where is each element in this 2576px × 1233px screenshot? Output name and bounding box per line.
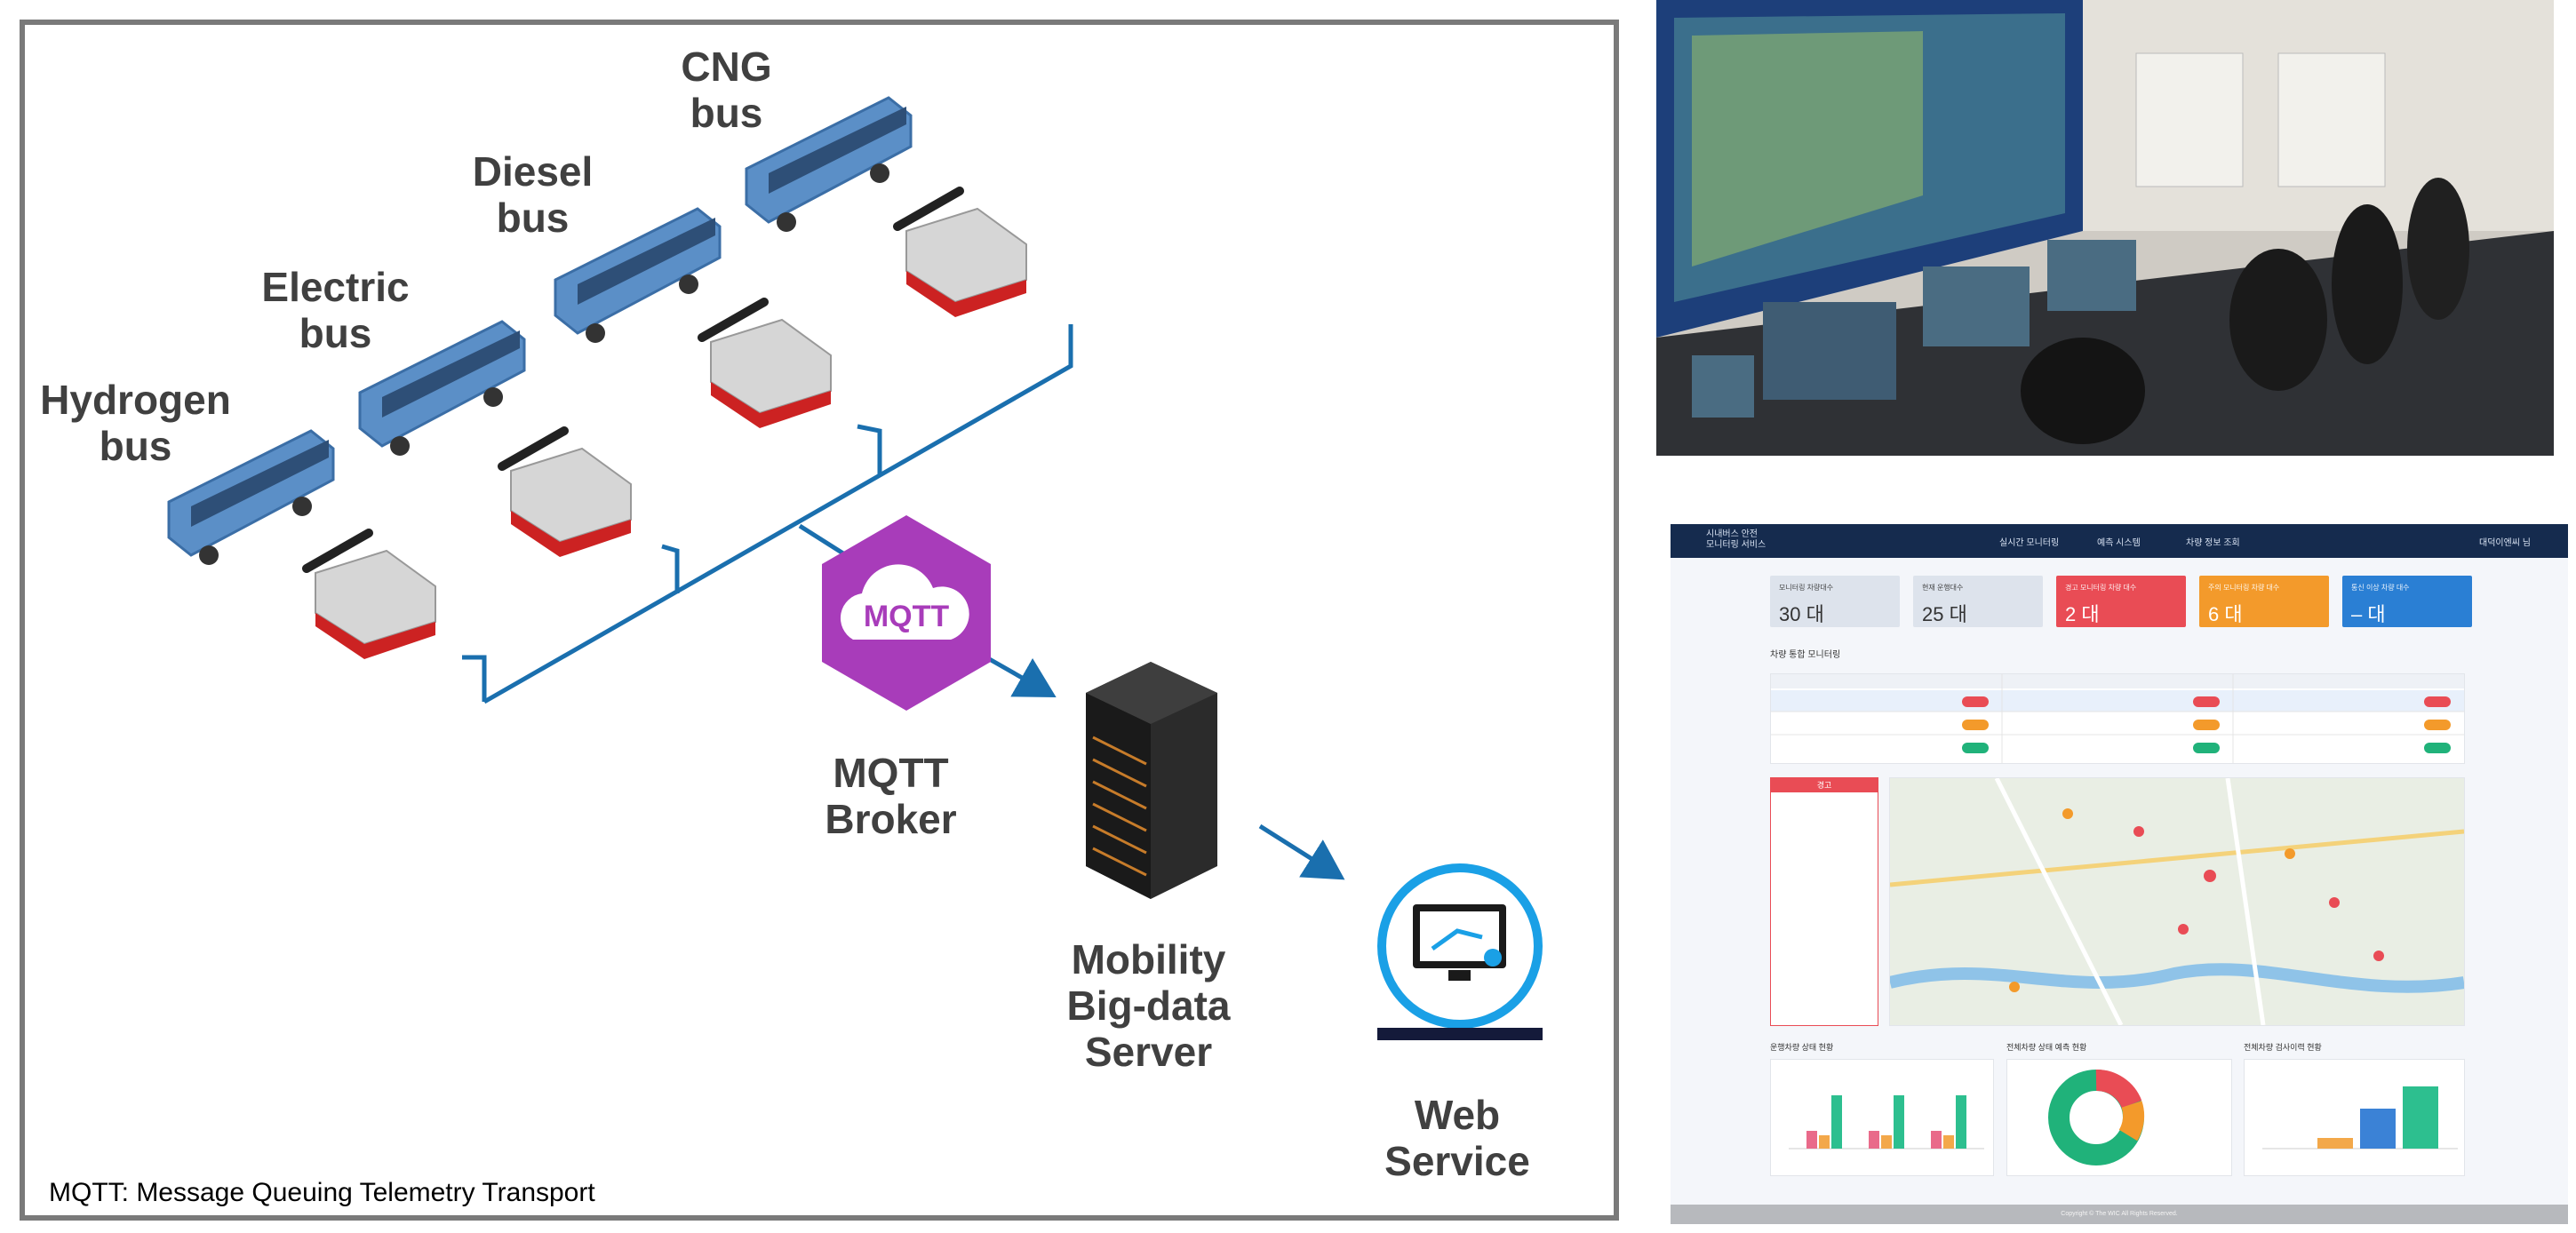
status-bar-graphic (1789, 1095, 1984, 1149)
dashboard-header: 시내버스 안전 모니터링 서비스 실시간 모니터링 예측 시스템 차량 정보 조… (1671, 524, 2568, 558)
hydrogen-bus-label: Hydrogen bus (40, 377, 231, 469)
control-center-photo (1656, 0, 2554, 456)
iot-device-icon (498, 426, 632, 557)
card-title: 모니터링 차량대수 (1779, 584, 1834, 592)
diesel-bus-icon (554, 207, 722, 343)
card-value: 6 대 (2208, 603, 2243, 625)
card-title: 경고 모니터링 차량 대수 (2065, 584, 2137, 592)
electric-bus-label: Electric bus (261, 264, 410, 356)
dashboard-app-title: 시내버스 안전 모니터링 서비스 (1706, 529, 1767, 550)
inspection-bar-graphic (2262, 1086, 2458, 1149)
diesel-bus-label: Diesel bus (472, 148, 594, 241)
user-name: 대덕이엔씨 님 (2479, 538, 2531, 548)
hydrogen-bus-icon (167, 429, 335, 565)
server-icon (1086, 662, 1217, 899)
table-rows-graphic (1771, 674, 2464, 763)
nav-item-realtime[interactable]: 실시간 모니터링 (1999, 538, 2060, 548)
vehicle-status-table (1770, 673, 2465, 764)
electric-bus-icon (358, 320, 526, 456)
card-title: 현재 운행대수 (1922, 584, 1964, 592)
monitor-section-title: 차량 통합 모니터링 (1770, 650, 1841, 660)
iot-device-icon (302, 529, 436, 659)
inspection-bar-chart (2244, 1059, 2465, 1176)
arrows (985, 655, 1345, 880)
server-label: Mobility Big-data Server (1066, 936, 1231, 1075)
card-title: 통신 이상 차량 대수 (2351, 584, 2410, 592)
bottom-section-title-2: 전체차량 상태 예측 현황 (2006, 1043, 2087, 1052)
iot-device-icon (893, 187, 1027, 317)
architecture-diagram-frame (20, 20, 1619, 1221)
card-value: 2 대 (2065, 603, 2100, 625)
bottom-section-title-1: 운행차량 상태 현황 (1770, 1043, 1834, 1052)
broker-label: MQTT Broker (825, 750, 957, 842)
card-running: 현재 운행대수 25 대 (1913, 576, 2043, 627)
nav-item-prediction[interactable]: 예측 시스템 (2097, 538, 2141, 548)
card-value: – 대 (2351, 603, 2386, 625)
status-donut-chart (2006, 1059, 2232, 1176)
cng-bus-icon (745, 96, 913, 232)
bottom-section-title-3: 전체차량 검사이력 현황 (2244, 1043, 2322, 1052)
web-service-label: Web Service (1384, 1092, 1530, 1184)
network-lines (462, 324, 1073, 704)
web-service-icon (1377, 863, 1543, 1040)
cng-bus-label: CNG bus (681, 44, 772, 136)
card-monitoring: 모니터링 차량대수 30 대 (1770, 576, 1900, 627)
map-graphic (1890, 778, 2464, 1025)
card-caution: 주의 모니터링 차량 대수 6 대 (2199, 576, 2329, 627)
iot-device-icon (698, 298, 832, 428)
monitoring-dashboard: 시내버스 안전 모니터링 서비스 실시간 모니터링 예측 시스템 차량 정보 조… (1671, 524, 2568, 1224)
dashboard-footer: Copyright © The WIC All Rights Reserved. (1671, 1205, 2568, 1224)
card-comm-error: 통신 이상 차량 대수 – 대 (2342, 576, 2472, 627)
alert-panel: 경고 (1770, 777, 1878, 1026)
footer-text: Copyright © The WIC All Rights Reserved. (2061, 1211, 2178, 1217)
card-warning: 경고 모니터링 차량 대수 2 대 (2056, 576, 2186, 627)
nav-item-vehicle-info[interactable]: 차량 정보 조회 (2186, 538, 2240, 548)
status-donut-graphic (2048, 1070, 2145, 1165)
card-title: 주의 모니터링 차량 대수 (2208, 584, 2280, 592)
mqtt-icon-text: MQTT (863, 600, 950, 633)
map-view[interactable] (1889, 777, 2465, 1026)
footnote: MQTT: Message Queuing Telemetry Transpor… (49, 1178, 595, 1207)
alert-header: 경고 (1771, 778, 1878, 792)
card-value: 25 대 (1922, 603, 1967, 625)
card-value: 30 대 (1779, 603, 1824, 625)
mqtt-cloud-icon (822, 515, 991, 711)
status-bar-chart (1770, 1059, 1994, 1176)
